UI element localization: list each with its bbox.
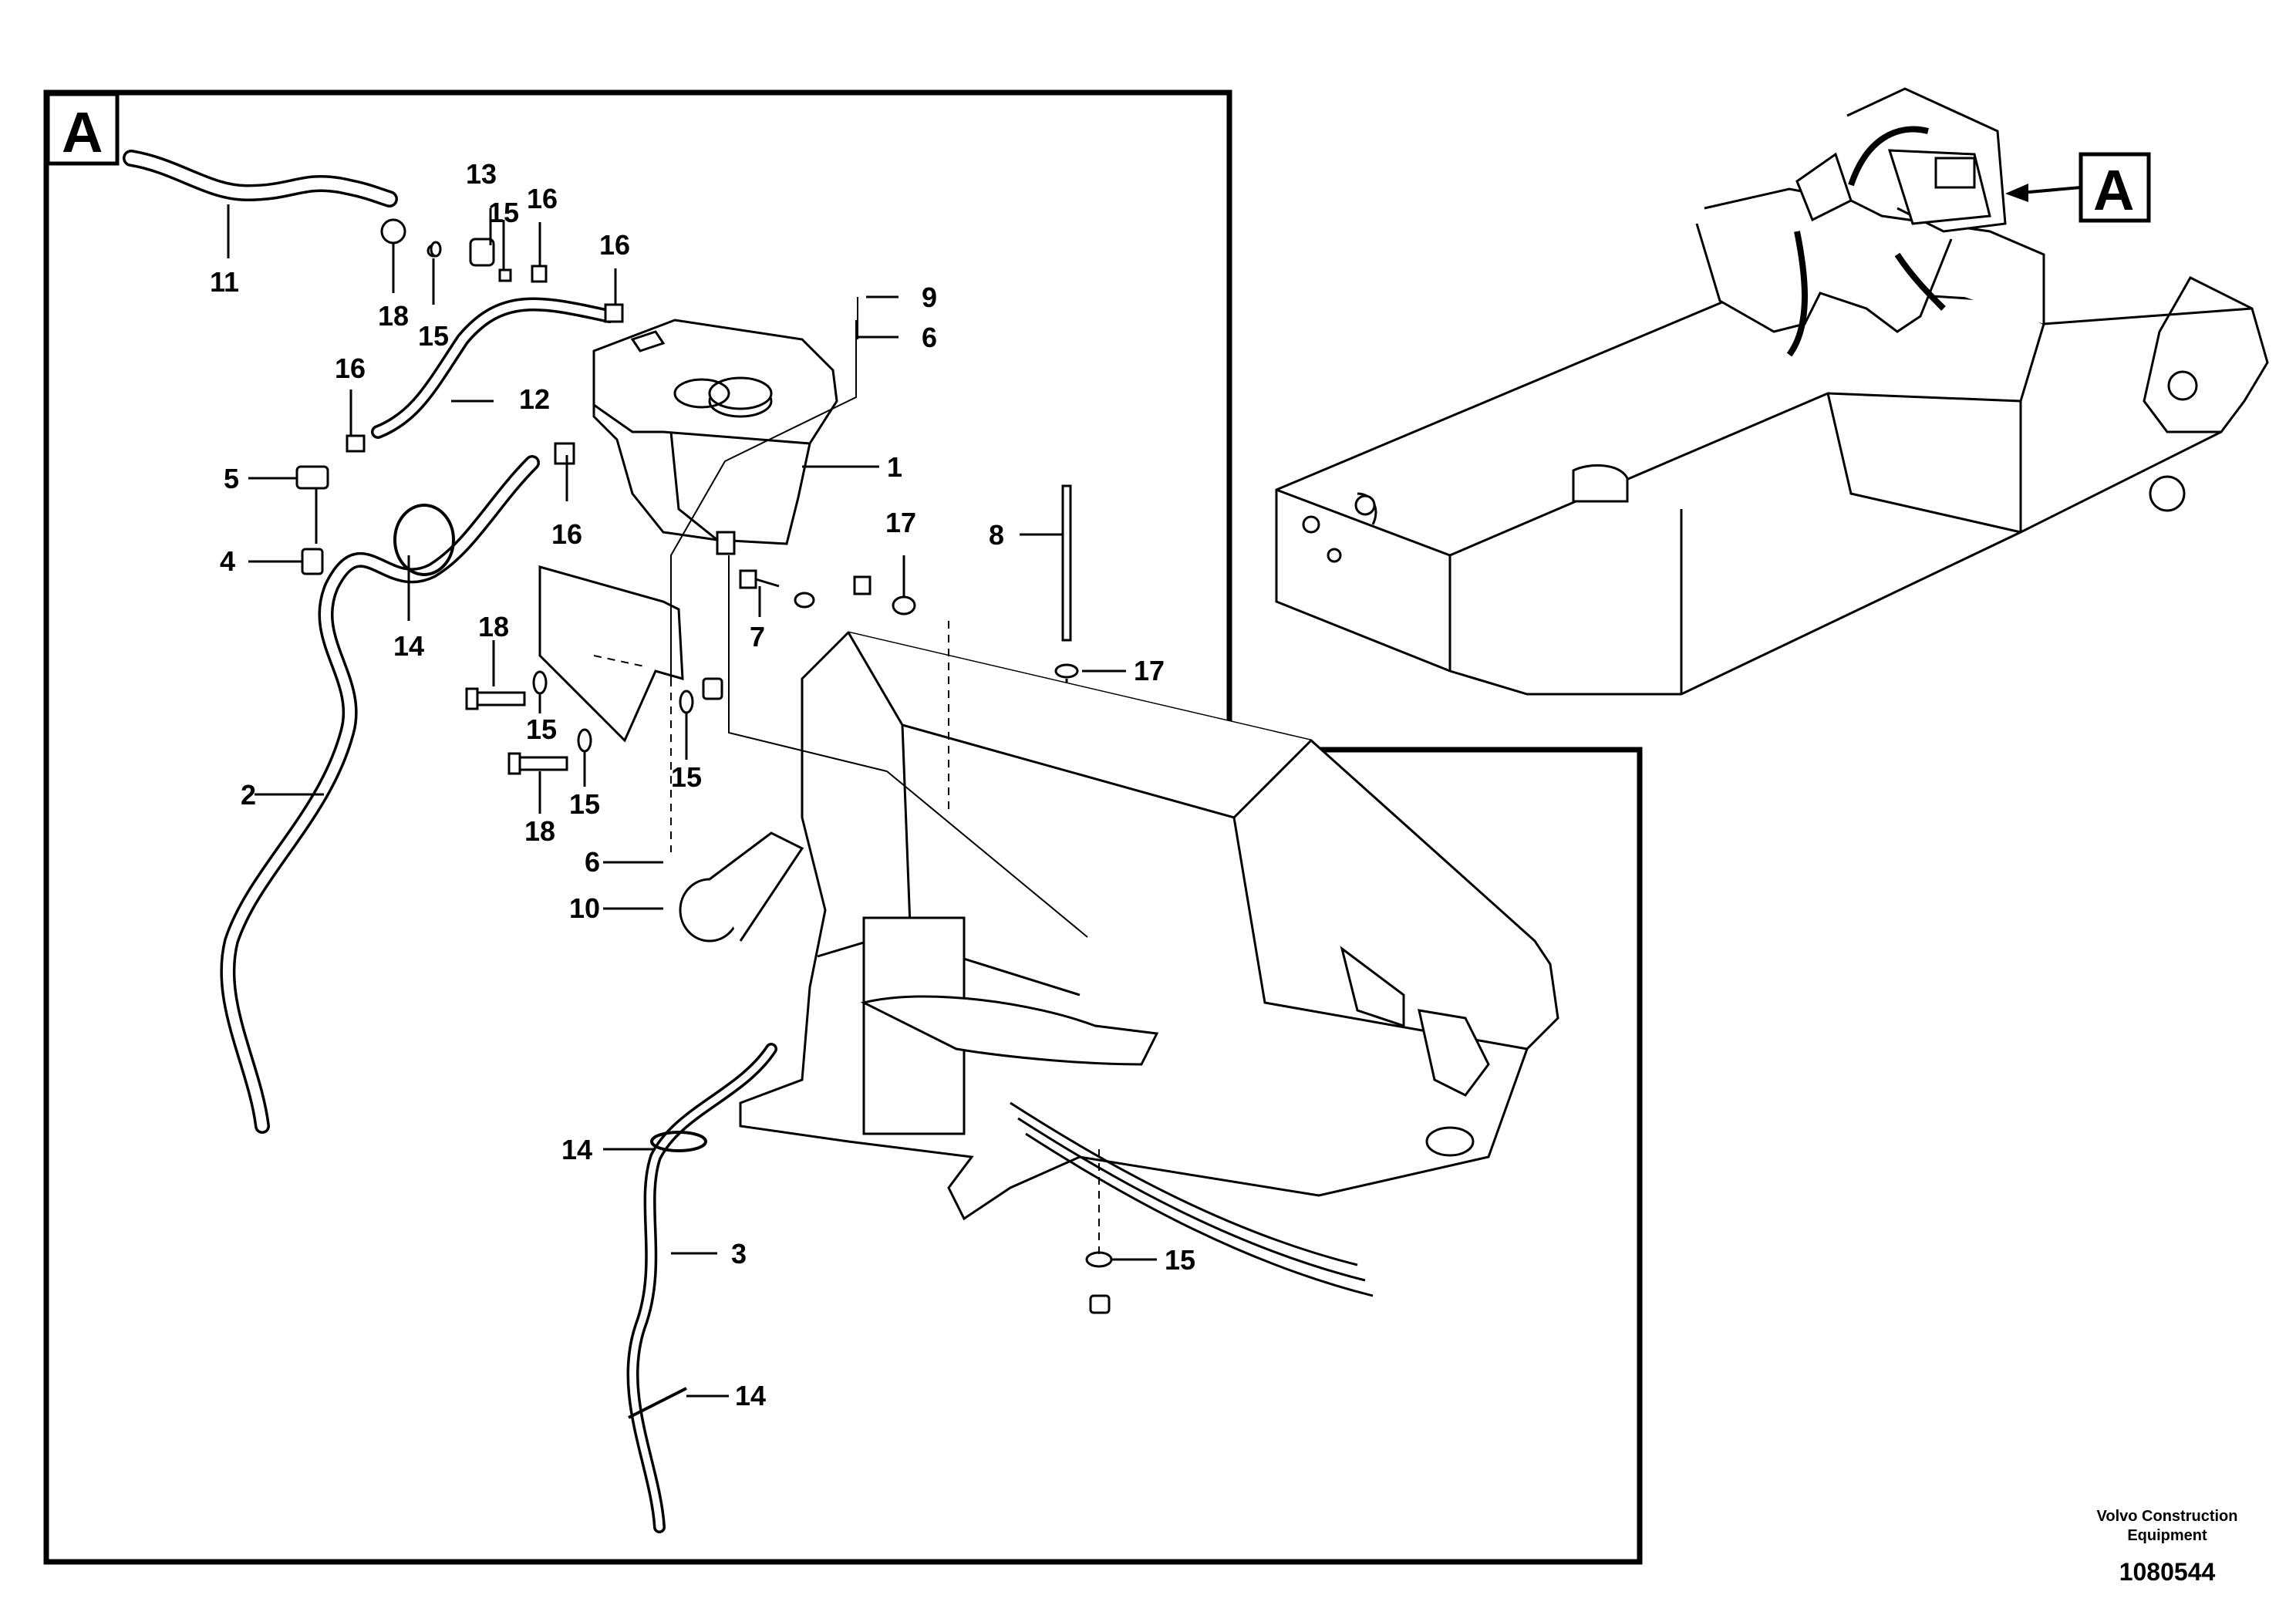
assembly-guide-lines — [593, 621, 1100, 1257]
nut — [702, 677, 1111, 1314]
callout-4: 4 — [220, 545, 235, 577]
brand-name-line-2: Equipment — [2127, 1527, 2207, 1544]
assembly-solid-lines — [670, 297, 1088, 938]
callout-8: 8 — [989, 519, 1004, 551]
callout-labels: 11 13 15 16 16 18 15 9 6 16 12 1 5 16 17… — [210, 158, 1195, 1411]
radiator-assembly — [739, 631, 1559, 1297]
callout-3: 3 — [731, 1238, 747, 1270]
callout-14: 14 — [735, 1380, 766, 1411]
callout-15: 15 — [526, 713, 557, 745]
overview-pointer-head — [2005, 184, 2028, 202]
callout-15: 15 — [418, 320, 449, 352]
detail-a-frame — [43, 89, 1643, 1565]
callout-15: 15 — [1165, 1244, 1195, 1276]
leader-lines — [227, 204, 1157, 1398]
fitting-4 — [301, 548, 324, 575]
callout-7: 7 — [750, 621, 765, 653]
callout-16: 16 — [335, 352, 366, 384]
callout-2: 2 — [241, 779, 256, 811]
callout-9: 9 — [922, 282, 937, 313]
callout-11: 11 — [210, 266, 239, 298]
overview-view-tag-label: A — [2093, 158, 2134, 222]
callout-14: 14 — [393, 630, 424, 662]
mounting-bracket — [538, 565, 684, 743]
callout-5: 5 — [224, 463, 239, 494]
view-tag-label: A — [62, 100, 103, 164]
callout-15: 15 — [569, 788, 600, 820]
callout-16: 16 — [551, 518, 582, 550]
illustration-number: 1080544 — [2119, 1558, 2216, 1586]
callout-16: 16 — [527, 183, 558, 214]
upper-radiator-hose — [679, 831, 1159, 1066]
callout-6: 6 — [585, 846, 600, 878]
overview-pointer — [2020, 186, 2082, 194]
callout-15: 15 — [671, 761, 702, 793]
bolt-7 — [739, 569, 916, 615]
fitting-5 — [295, 465, 329, 544]
callout-12: 12 — [519, 383, 550, 415]
overview-hose-lines — [1786, 126, 1946, 357]
brand-name-line-1: Volvo Construction — [2096, 1508, 2238, 1525]
callout-6: 6 — [922, 322, 937, 353]
callout-14: 14 — [561, 1134, 592, 1165]
machine-frame-overview — [1275, 87, 2269, 696]
callout-10: 10 — [569, 892, 600, 924]
callout-18: 18 — [524, 815, 555, 847]
bolt-18 — [465, 687, 568, 775]
callout-17: 17 — [1134, 655, 1165, 686]
expansion-tank — [592, 319, 838, 555]
callout-15: 15 — [488, 197, 519, 228]
view-tag-box — [46, 92, 120, 166]
callout-13: 13 — [466, 158, 497, 190]
callout-18: 18 — [378, 300, 409, 332]
callout-16: 16 — [599, 229, 630, 261]
callout-17: 17 — [885, 507, 916, 538]
callout-18: 18 — [478, 611, 509, 642]
callout-1: 1 — [887, 451, 902, 483]
cable-tie-14 — [393, 504, 707, 1419]
